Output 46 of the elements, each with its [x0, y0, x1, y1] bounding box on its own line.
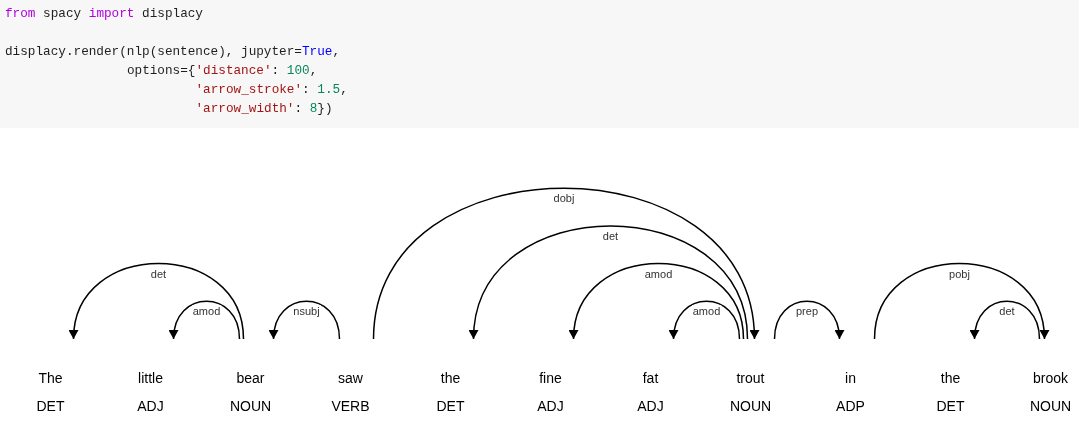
code-line: options={'distance': 100, — [126, 62, 318, 80]
pos-tag: ADJ — [537, 398, 564, 414]
code-line: 'arrow_width': 8}) — [195, 100, 333, 118]
token-word: saw — [338, 370, 363, 386]
dependency-arc — [669, 300, 741, 340]
pos-tag: ADJ — [637, 398, 664, 414]
edge-label: nsubj — [292, 305, 321, 318]
code-line: displacy.render(nlp(sentence), jupyter=True, — [5, 43, 341, 61]
dependency-arc — [372, 187, 758, 340]
token-word: little — [138, 370, 163, 386]
code-line: 'arrow_stroke': 1.5, — [195, 81, 348, 99]
pos-tag: DET — [36, 398, 65, 414]
dependency-arc — [169, 300, 241, 340]
edge-label: det — [149, 267, 168, 280]
token-word: The — [38, 370, 63, 386]
pos-tag: DET — [436, 398, 465, 414]
dependency-arc — [69, 262, 245, 340]
pos-tag: ADJ — [137, 398, 164, 414]
token-word: bear — [236, 370, 265, 386]
edge-label: pobj — [948, 267, 971, 280]
edge-label: det — [601, 229, 620, 242]
token-word: fine — [539, 370, 562, 386]
pos-tag: NOUN — [1029, 398, 1072, 414]
pos-tag: ADP — [836, 398, 865, 414]
pos-tag: DET — [936, 398, 965, 414]
token-word: the — [440, 370, 461, 386]
edge-label: amod — [691, 305, 722, 318]
token-word: the — [940, 370, 961, 386]
pos-tag: NOUN — [729, 398, 772, 414]
dependency-arc — [269, 300, 341, 340]
dependency-arc — [970, 300, 1041, 340]
dependency-arc — [873, 262, 1049, 340]
dependency-arc — [773, 300, 844, 340]
token-word: trout — [736, 370, 765, 386]
dependency-arc — [469, 225, 749, 340]
token-word: brook — [1033, 370, 1068, 386]
dependency-arc — [569, 262, 745, 340]
token-word: in — [845, 370, 856, 386]
edge-label: amod — [643, 267, 674, 280]
code-line: from spacy import displacy — [5, 5, 203, 23]
token-word: fat — [642, 370, 659, 386]
pos-tag: VERB — [331, 398, 370, 414]
edge-label: amod — [191, 305, 222, 318]
edge-label: det — [998, 305, 1016, 318]
pos-tag: NOUN — [229, 398, 272, 414]
edge-label: dobj — [552, 192, 576, 205]
